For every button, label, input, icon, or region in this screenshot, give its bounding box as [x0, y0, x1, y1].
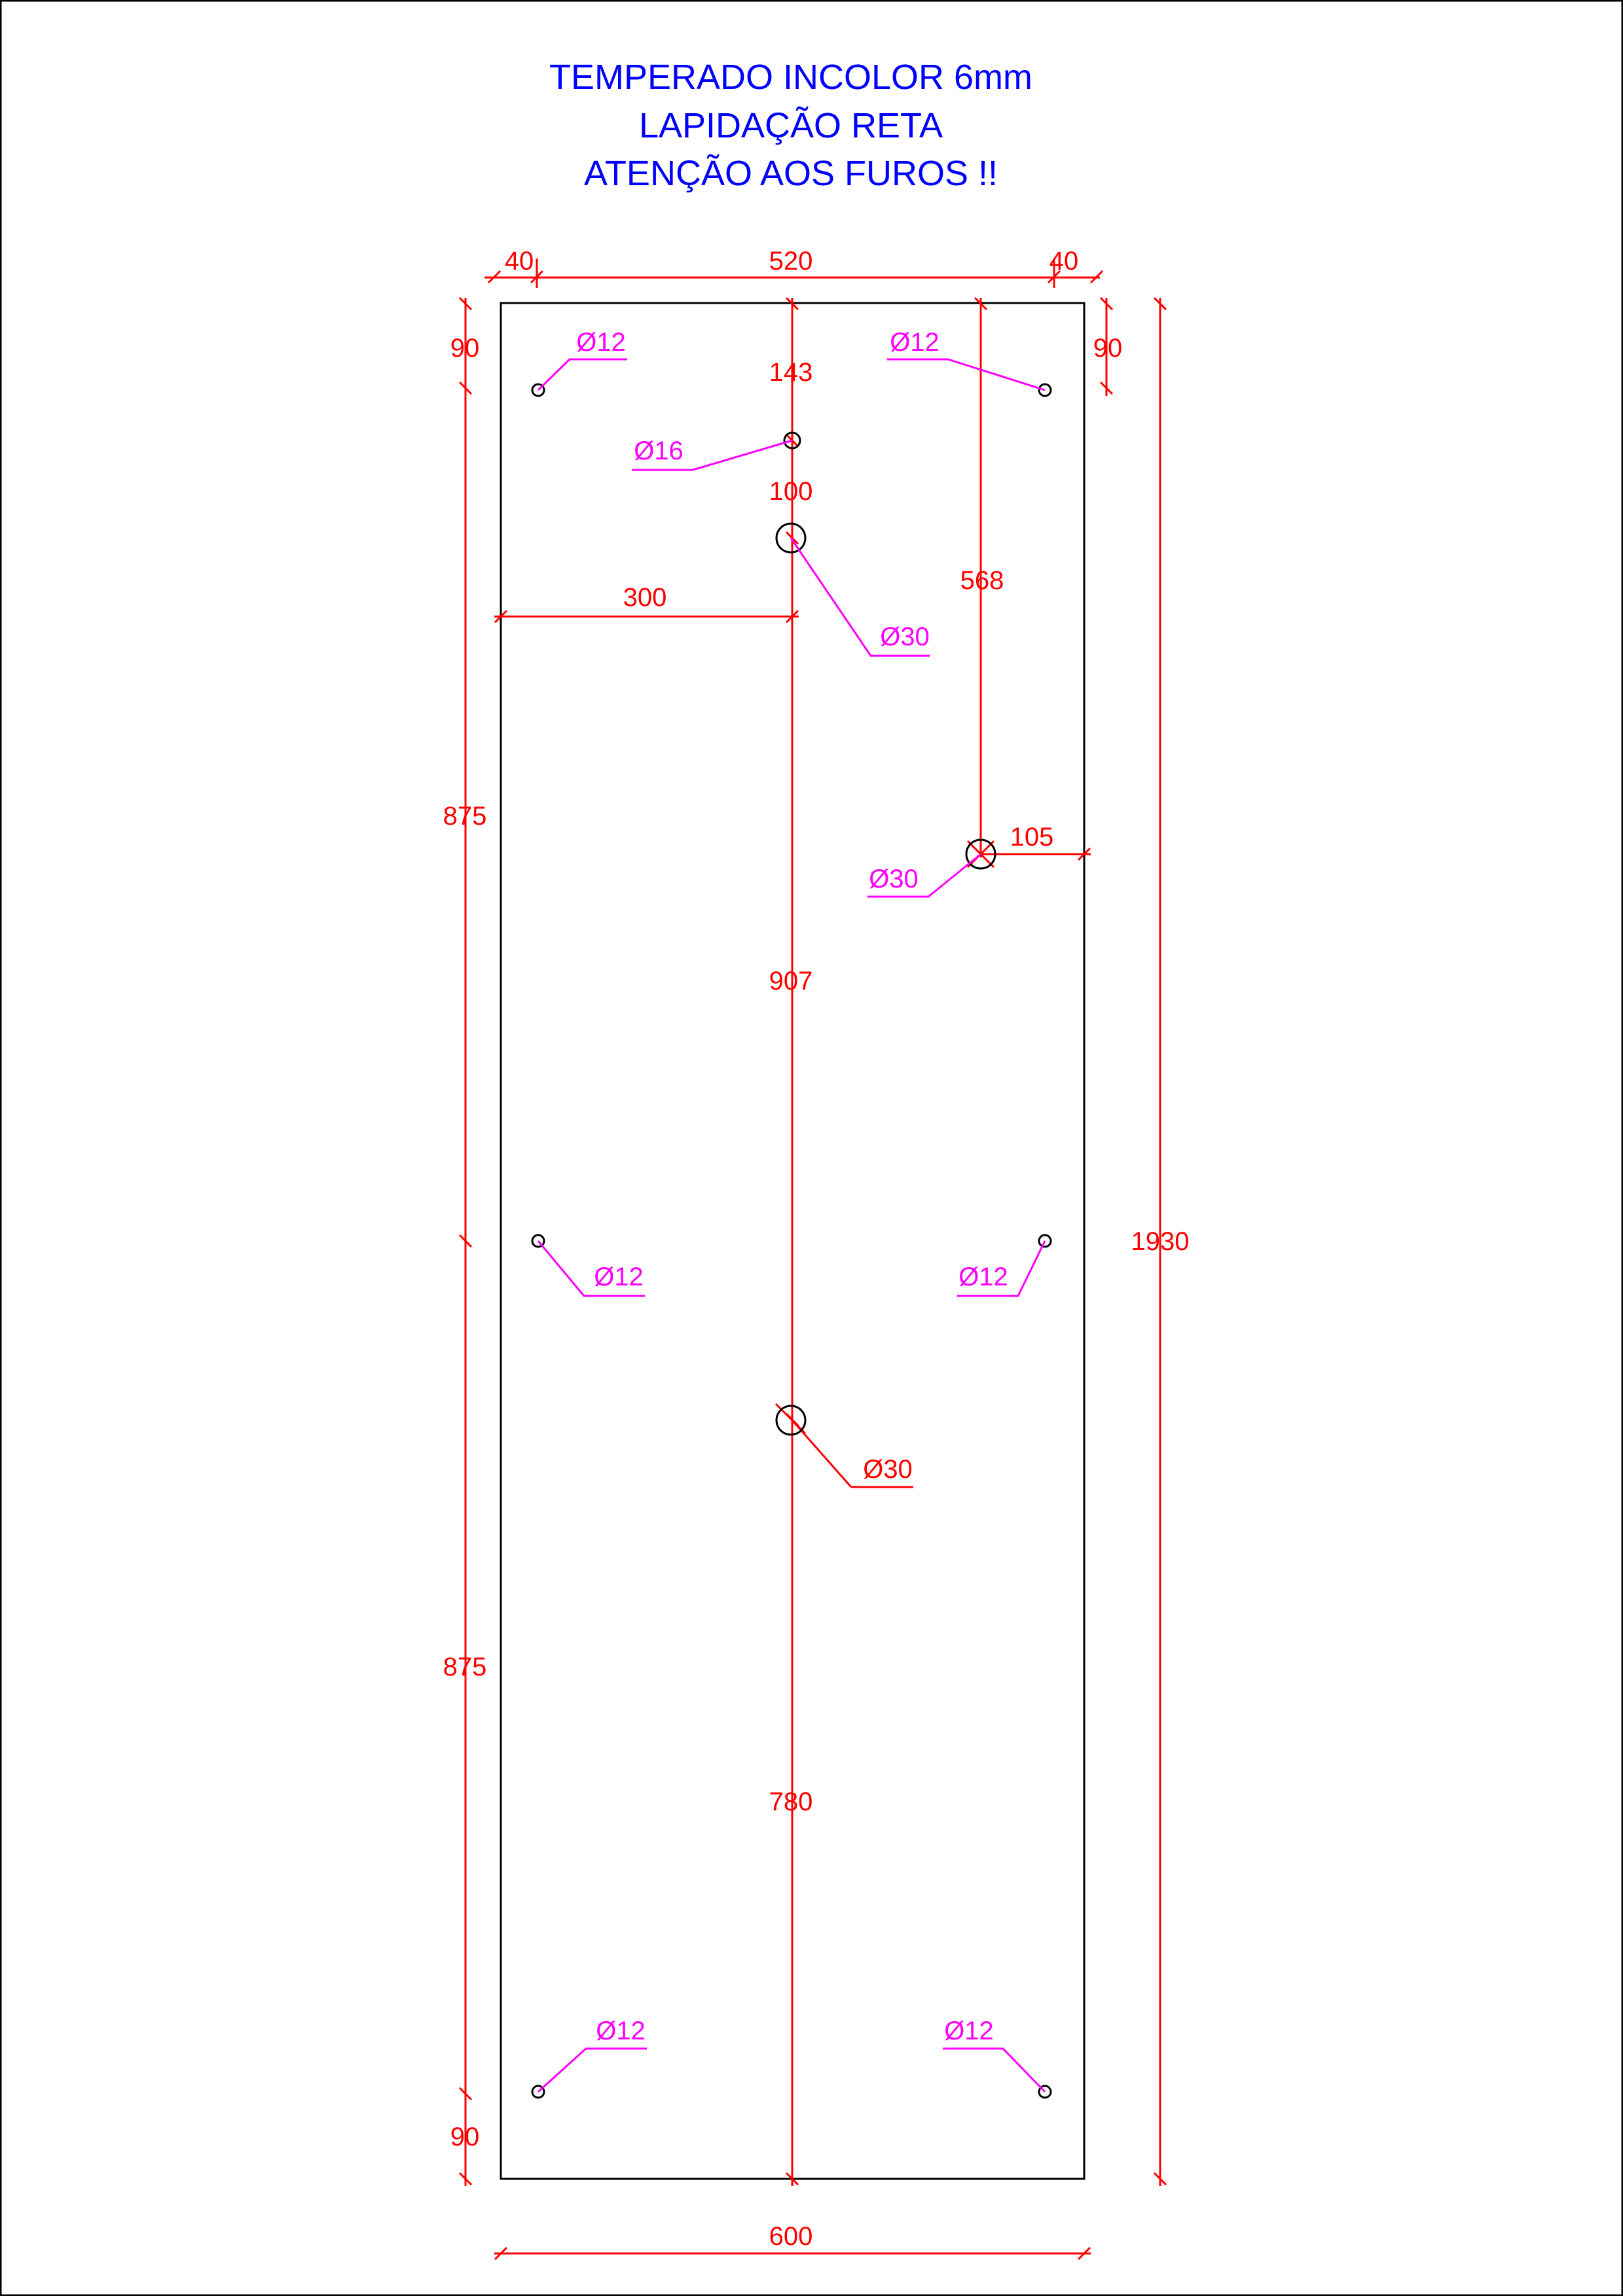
title-line-3: ATENÇÃO AOS FUROS !! — [584, 154, 998, 193]
dim-bottom-600: 600 — [769, 2222, 813, 2251]
hole-top-right — [1038, 383, 1052, 397]
dim-total-1930: 1930 — [1131, 1227, 1190, 1256]
hole-label-mid-right: Ø12 — [958, 1263, 1008, 1291]
dim-center-907: 907 — [769, 967, 813, 996]
dim-center-780: 780 — [769, 1787, 813, 1816]
dimension-lines — [458, 259, 1167, 2261]
hole-label-top-right: Ø12 — [890, 328, 939, 357]
dim-left-300: 300 — [623, 583, 667, 612]
hole-label-bottom-left: Ø12 — [596, 2017, 646, 2045]
dim-center-100: 100 — [769, 477, 813, 506]
hole-lower-center — [775, 1405, 807, 1436]
dim-top-520: 520 — [769, 247, 813, 276]
hole-label-lower-center: Ø30 — [863, 1455, 913, 1484]
hole-label-bottom-right: Ø12 — [944, 2017, 994, 2045]
dim-left-top-90: 90 — [450, 334, 480, 363]
hole-label-top-left: Ø12 — [576, 328, 626, 357]
dim-right-top-90: 90 — [1093, 334, 1123, 363]
holes — [531, 383, 1052, 2099]
hole-bottom-right — [1038, 2085, 1052, 2099]
dim-left-bottom-90: 90 — [450, 2123, 480, 2151]
hole-upper-center — [775, 522, 807, 554]
hole-mid-left — [531, 1234, 545, 1248]
title-line-1: TEMPERADO INCOLOR 6mm — [549, 58, 1032, 97]
dim-right-105: 105 — [1010, 823, 1054, 852]
dim-center-143: 143 — [769, 358, 813, 387]
hole-bottom-left — [531, 2085, 545, 2099]
title-line-2: LAPIDAÇÃO RETA — [639, 106, 943, 145]
hole-label-mid-left: Ø12 — [594, 1263, 644, 1291]
dim-top-right-40: 40 — [1049, 247, 1079, 276]
hole-right-mid — [965, 838, 996, 870]
hole-leaders — [537, 358, 1046, 2093]
dim-left-875-upper: 875 — [443, 802, 487, 831]
hole-top-center-small — [783, 431, 801, 450]
hole-top-left — [531, 383, 545, 397]
dim-left-875-lower: 875 — [443, 1653, 487, 1681]
dim-right-568: 568 — [960, 566, 1004, 595]
dim-top-left-40: 40 — [505, 247, 534, 276]
hole-label-upper-center: Ø30 — [880, 622, 930, 651]
hole-mid-right — [1038, 1234, 1052, 1248]
hole-label-top-center-small: Ø16 — [634, 437, 684, 465]
hole-label-right-mid: Ø30 — [869, 865, 919, 893]
